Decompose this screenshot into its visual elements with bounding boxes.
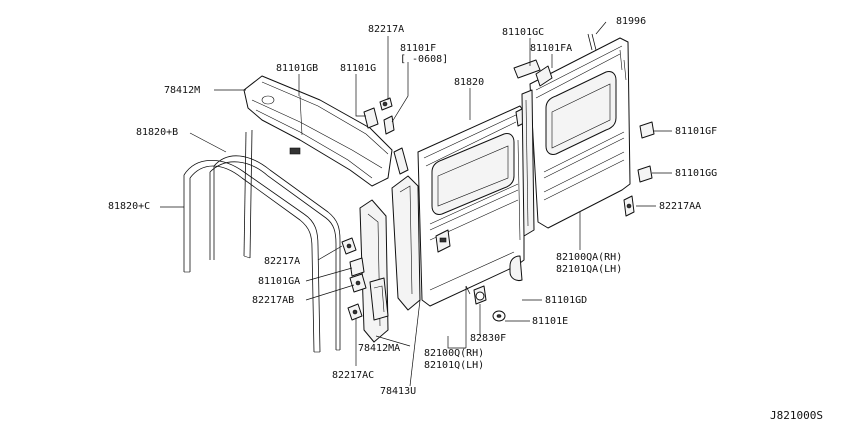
label-82217AB: 82217AB: [252, 295, 295, 306]
label-81101E: 81101E: [532, 316, 569, 327]
diagram-id: J821000S: [770, 409, 823, 422]
label-81820: 81820: [454, 77, 485, 88]
label-81820-B: 81820+B: [136, 127, 179, 138]
roof-rail-panel: [243, 75, 393, 187]
label-82217A-mid: 82217A: [264, 256, 301, 267]
label-82217A-top: 82217A: [368, 24, 405, 35]
label-78412MA: 78412MA: [358, 343, 401, 354]
label-82217AC: 82217AC: [332, 370, 375, 381]
label-81820-C: 81820+C: [108, 201, 151, 212]
label-81101GA: 81101GA: [258, 276, 301, 287]
weatherstrip-outer: [209, 155, 341, 351]
inner-rail-strip: [243, 129, 253, 259]
label-81101F-range: [ -0608]: [400, 54, 449, 65]
label-81101GC: 81101GC: [502, 27, 545, 38]
leader-lines: [160, 21, 672, 387]
label-82101QA-LH: 82101QA(LH): [556, 264, 623, 275]
rear-door-left-panel: [417, 105, 527, 307]
rear-door-right-panel: [521, 37, 631, 237]
label-81996: 81996: [616, 16, 647, 27]
label-81101FA: 81101FA: [530, 43, 573, 54]
label-82217AA: 82217AA: [659, 201, 702, 212]
small-parts: [341, 33, 655, 322]
pillar-trim: [391, 147, 421, 311]
label-81101GB: 81101GB: [276, 63, 319, 74]
label-81101GF: 81101GF: [675, 126, 718, 137]
label-82100Q-RH: 82100Q(RH): [424, 348, 485, 359]
label-81101G: 81101G: [340, 63, 377, 74]
label-82101Q-LH: 82101Q(LH): [424, 360, 485, 371]
label-81101GD: 81101GD: [545, 295, 588, 306]
label-81101GG: 81101GG: [675, 168, 718, 179]
label-81101F: 81101F: [400, 43, 437, 54]
label-78412M: 78412M: [164, 85, 201, 96]
label-78413U: 78413U: [380, 386, 417, 397]
label-82100QA-RH: 82100QA(RH): [556, 252, 623, 263]
weatherstrip-inner: [183, 160, 321, 353]
pillar-finisher: [359, 199, 389, 343]
label-82830F: 82830F: [470, 333, 507, 344]
